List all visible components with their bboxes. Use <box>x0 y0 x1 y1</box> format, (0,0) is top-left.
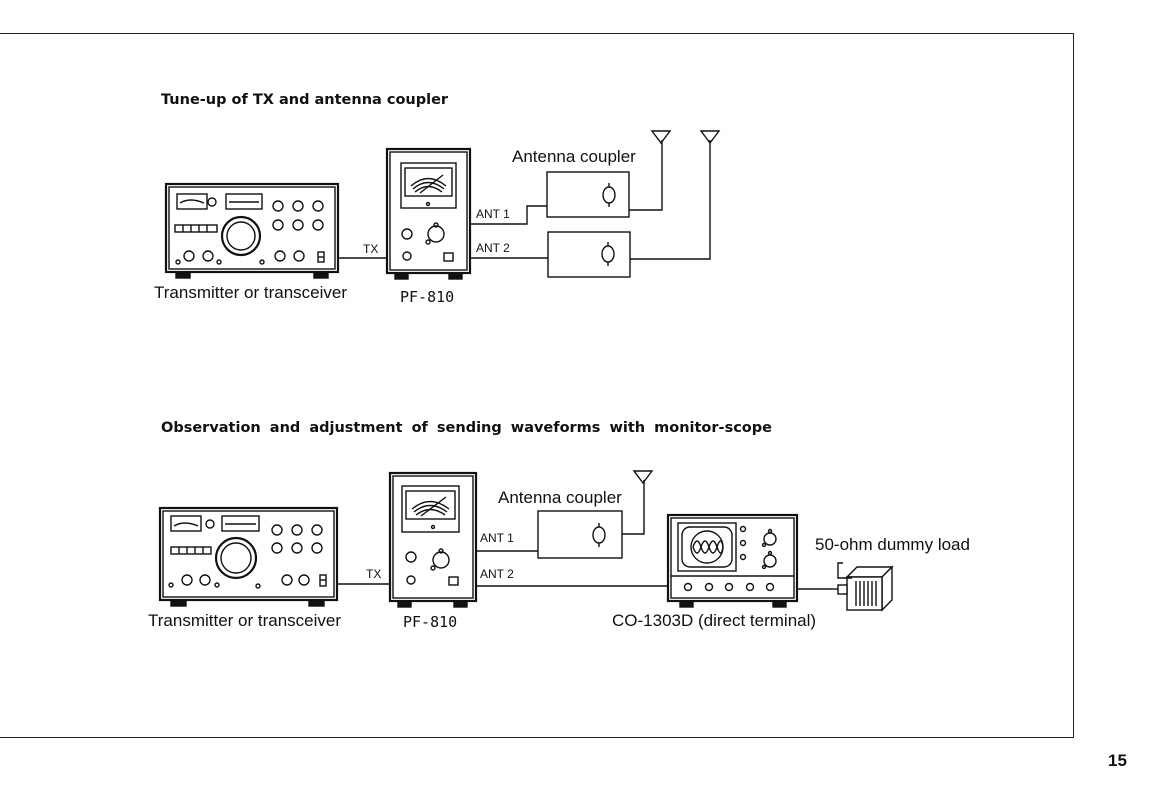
dummy-load-label: 50-ohm dummy load <box>815 535 970 555</box>
bottom-coupler-label: Antenna coupler <box>498 488 622 508</box>
bottom-transmitter <box>160 508 337 606</box>
top-tx-label: TX <box>363 242 378 256</box>
bottom-ant1-label: ANT 1 <box>480 531 514 545</box>
bottom-coupler <box>538 511 622 558</box>
bottom-pf810-meter <box>390 473 476 607</box>
bottom-transmitter-label: Transmitter or transceiver <box>148 611 341 631</box>
top-coupler-1 <box>547 172 629 217</box>
bottom-ant2-label: ANT 2 <box>480 567 514 581</box>
bottom-antenna-feed <box>622 480 644 534</box>
page-number: 15 <box>1108 751 1127 771</box>
top-coupler-2 <box>548 232 630 277</box>
scope-label: CO-1303D (direct terminal) <box>612 611 816 631</box>
bottom-co1303d-scope <box>668 515 797 607</box>
top-ant1-label: ANT 1 <box>476 207 510 221</box>
top-pf810-meter <box>387 149 470 279</box>
bottom-meter-label: PF-810 <box>403 613 457 631</box>
top-antenna-1-icon <box>652 131 670 143</box>
top-transmitter <box>166 184 338 278</box>
dummy-load-icon <box>832 567 892 610</box>
top-meter-label: PF-810 <box>400 288 454 306</box>
top-antenna-2-feed <box>630 140 710 259</box>
bottom-tx-label: TX <box>366 567 381 581</box>
top-transmitter-label: Transmitter or transceiver <box>154 283 347 303</box>
top-ant2-label: ANT 2 <box>476 241 510 255</box>
bottom-antenna-icon <box>634 471 652 483</box>
top-coupler-label: Antenna coupler <box>512 147 636 167</box>
